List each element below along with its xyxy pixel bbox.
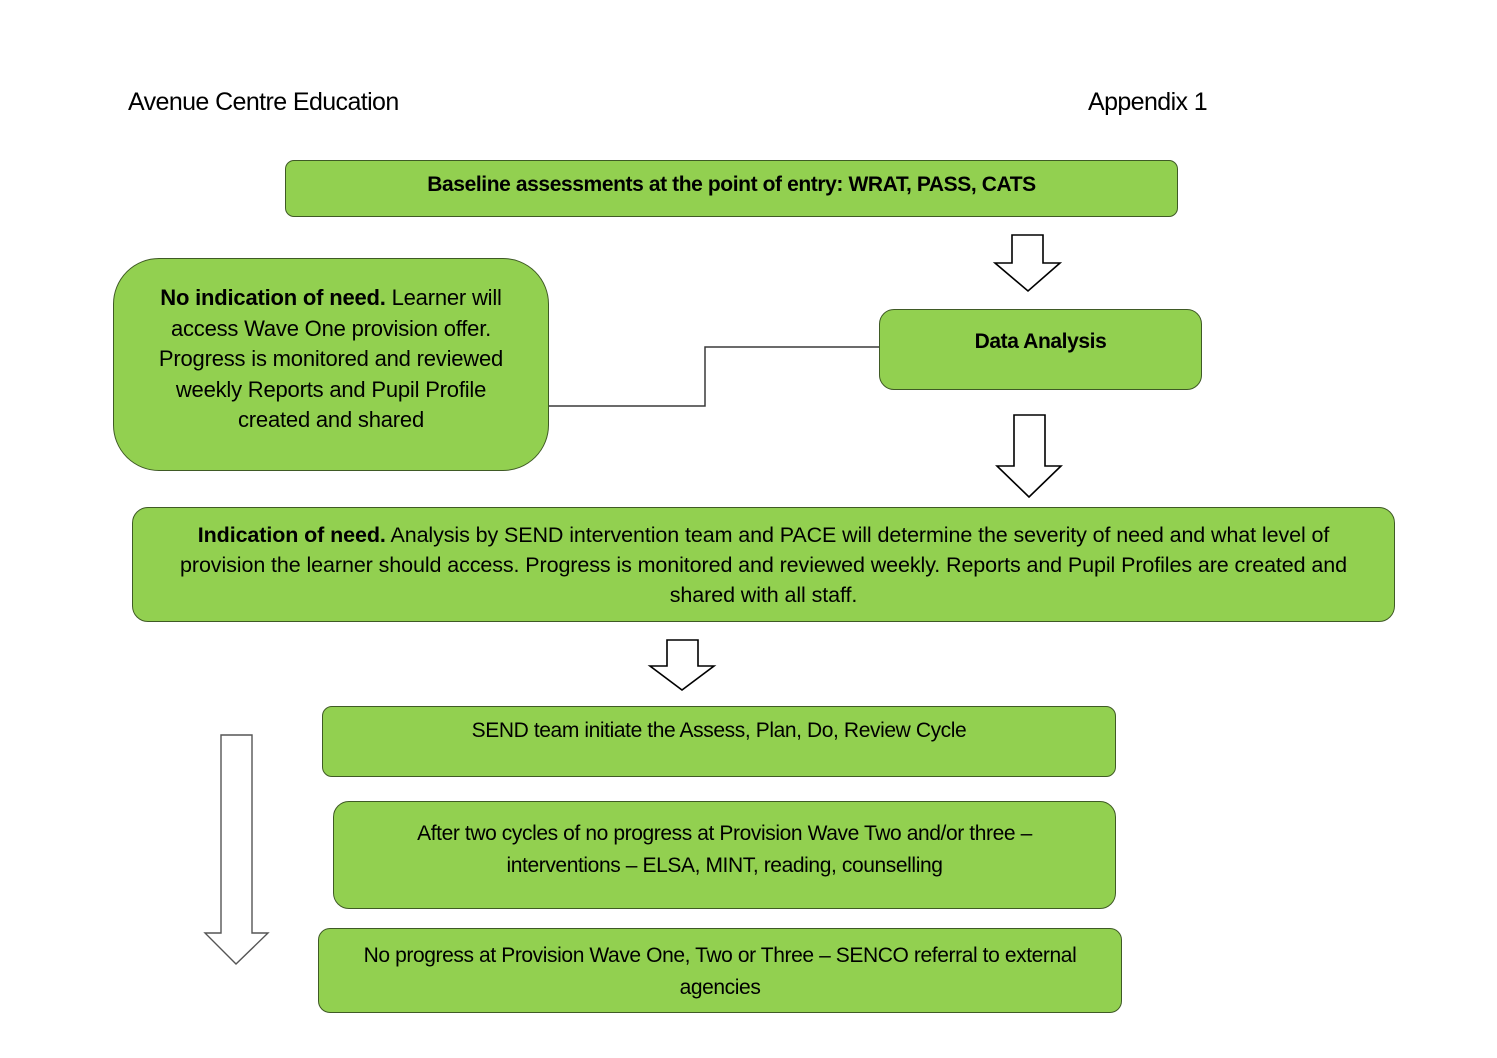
data-analysis-text: Data Analysis xyxy=(974,330,1107,353)
down-arrow-icon xyxy=(992,234,1063,293)
no-indication-of-need-box: No indication of need. Learner will acce… xyxy=(113,258,549,471)
long-down-arrow-icon xyxy=(203,734,270,965)
indication-heading: Indication of need. xyxy=(197,523,386,547)
no-progress-referral-box: No progress at Provision Wave One, Two o… xyxy=(318,928,1122,1013)
appendix-label: Appendix 1 xyxy=(1088,88,1208,116)
no-indication-text: No indication of need. Learner will acce… xyxy=(142,283,520,436)
two-cycles-text: After two cycles of no progress at Provi… xyxy=(417,822,1032,877)
down-arrow-icon xyxy=(647,639,717,691)
send-cycle-text: SEND team initiate the Assess, Plan, Do,… xyxy=(471,719,967,742)
elbow-connector-line xyxy=(549,346,879,407)
send-cycle-box: SEND team initiate the Assess, Plan, Do,… xyxy=(322,706,1116,777)
data-analysis-box: Data Analysis xyxy=(879,309,1202,390)
no-indication-body: Learner will access Wave One provision o… xyxy=(158,285,504,432)
organisation-title: Avenue Centre Education xyxy=(128,88,399,116)
indication-of-need-box: Indication of need. Analysis by SEND int… xyxy=(132,507,1395,622)
indication-text: Indication of need. Analysis by SEND int… xyxy=(157,520,1370,610)
no-indication-heading: No indication of need. xyxy=(160,285,386,310)
no-progress-text: No progress at Provision Wave One, Two o… xyxy=(363,944,1077,999)
baseline-assessments-box: Baseline assessments at the point of ent… xyxy=(285,160,1178,217)
indication-body: Analysis by SEND intervention team and P… xyxy=(180,523,1347,607)
two-cycles-box: After two cycles of no progress at Provi… xyxy=(333,801,1116,909)
baseline-assessments-text: Baseline assessments at the point of ent… xyxy=(427,173,1036,196)
down-arrow-icon xyxy=(995,414,1063,499)
